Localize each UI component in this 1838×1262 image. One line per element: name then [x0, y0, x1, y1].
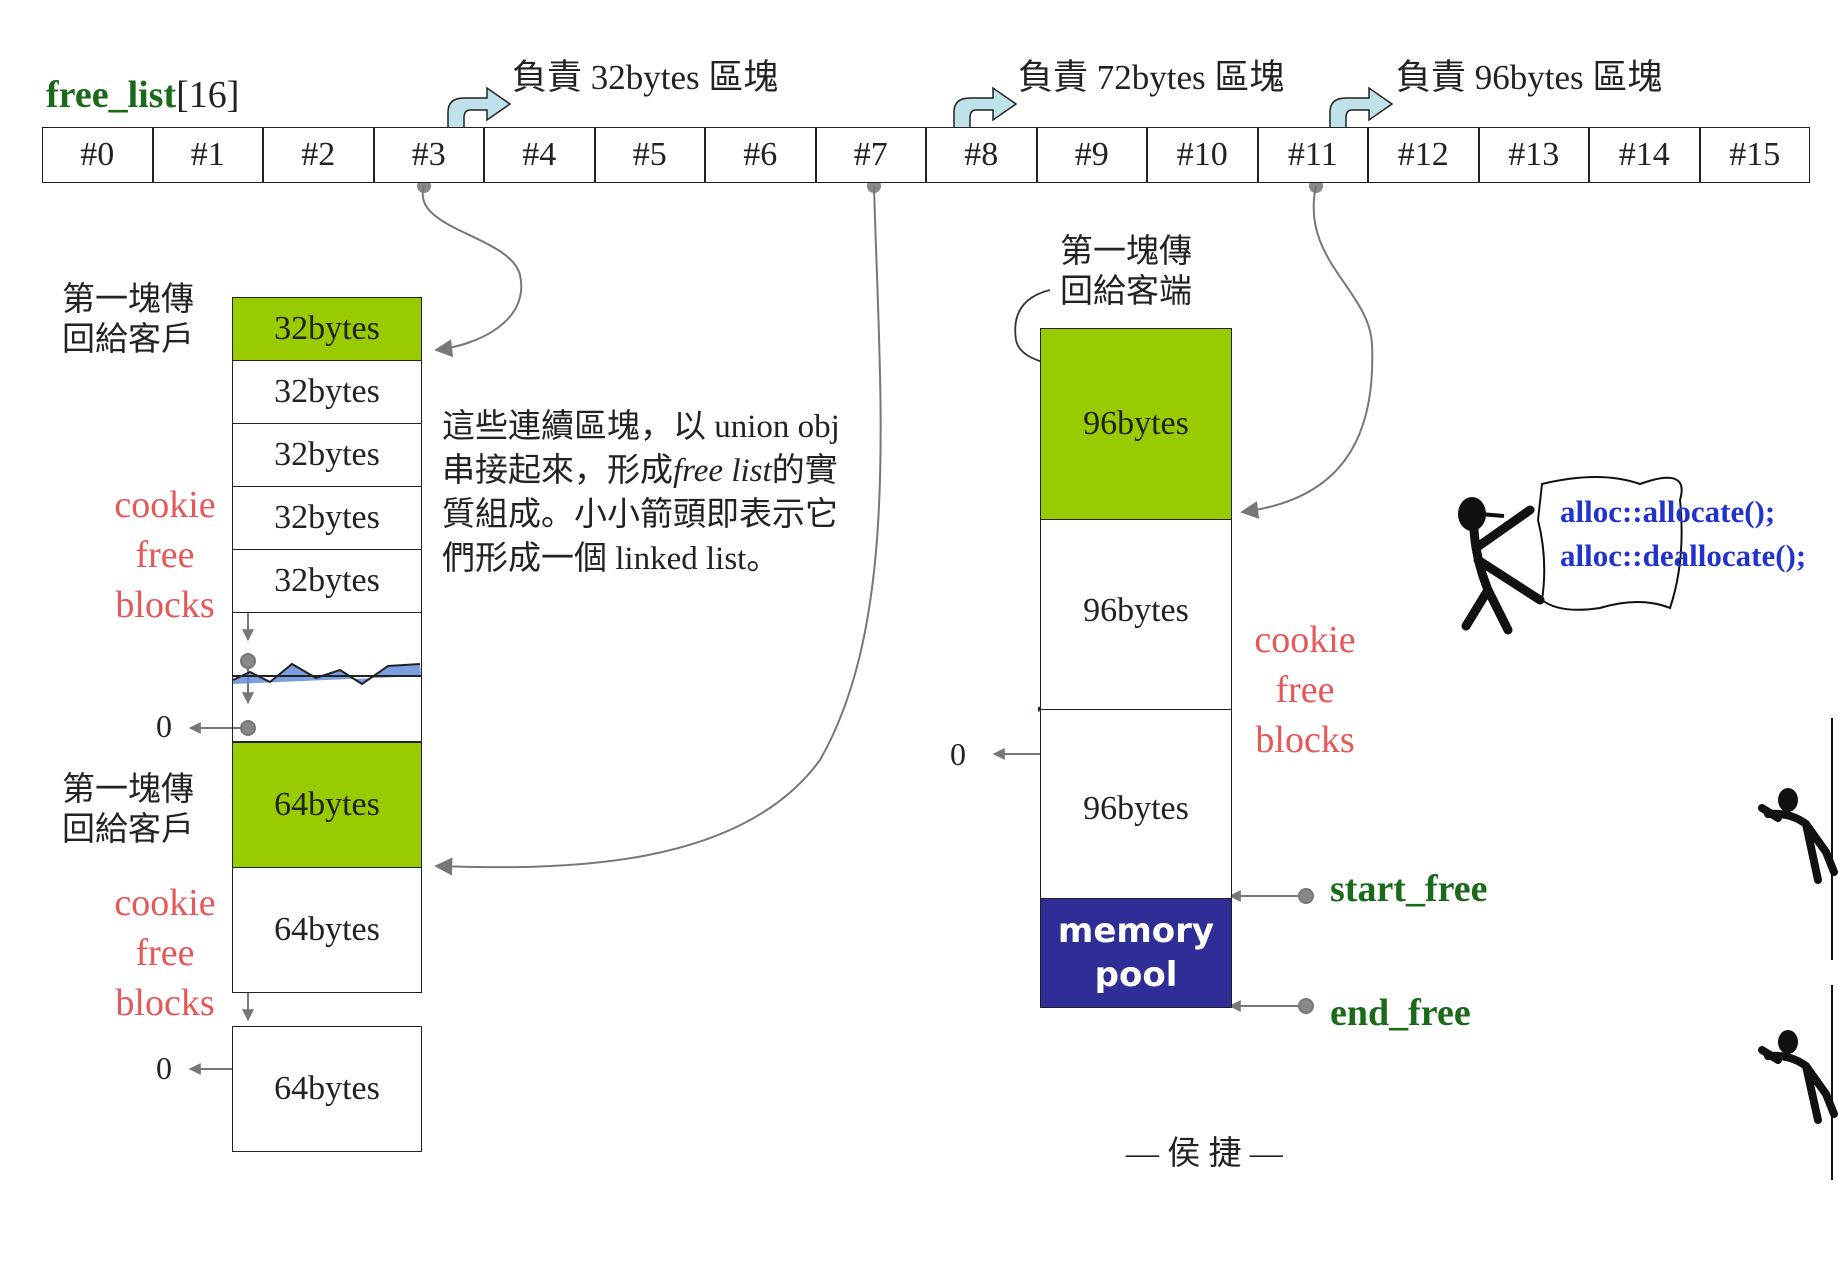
first-return-caption-1: 第一塊傳 回給客戶 — [62, 280, 194, 360]
slot-12: #12 — [1368, 127, 1479, 183]
block-32: 32bytes — [232, 486, 422, 550]
linked-list-note: 這些連續區塊，以 union obj 串接起來，形成free list的實 質組… — [442, 405, 840, 581]
slot-11: #11 — [1257, 127, 1368, 183]
free-list-name: free_list — [46, 74, 177, 116]
block-32-tail — [232, 612, 422, 742]
responsibility-label-96: 負責 96bytes 區塊 — [1396, 58, 1663, 97]
block-96: 96bytes — [1040, 709, 1232, 899]
cookie-free-blocks-label-1: cookie free blocks — [100, 480, 230, 630]
slot-4: #4 — [484, 127, 595, 183]
end-free-label: end_free — [1330, 992, 1471, 1034]
block-32-first: 32bytes — [232, 297, 422, 361]
slot-11-pointer — [1240, 185, 1374, 519]
pulling-figure-icon-2 — [1758, 985, 1838, 1180]
slot-9: #9 — [1036, 127, 1147, 183]
blocks-word: blocks — [115, 584, 215, 626]
free-list-size: [16] — [176, 74, 240, 116]
slot-2: #2 — [263, 127, 374, 183]
cookie-free-blocks-label-2: cookie free blocks — [100, 878, 230, 1028]
slot-7-pointer — [434, 185, 882, 876]
note-line-1: 這些連續區塊，以 union obj — [442, 409, 840, 445]
block-64-first: 64bytes — [232, 742, 422, 868]
responsibility-label-72: 負責 72bytes 區塊 — [1018, 58, 1285, 97]
banner-figure-icon — [1458, 476, 1683, 635]
curved-arrow-icon-11 — [1329, 86, 1394, 139]
first-return-line: 第一塊傳 — [1060, 234, 1192, 270]
cookie-free-blocks-label-3: cookie free blocks — [1240, 615, 1370, 765]
first-return-line: 回給客端 — [1060, 274, 1192, 310]
responsibility-label-32: 負責 32bytes 區塊 — [512, 58, 779, 97]
first-return-line: 第一塊傳 — [62, 282, 194, 318]
first-return-line: 回給客戶 — [62, 322, 194, 358]
block-96-first: 96bytes — [1040, 328, 1232, 520]
memory-pool-block: memory pool — [1040, 898, 1232, 1008]
slot-3: #3 — [373, 127, 484, 183]
free-pointers — [1228, 888, 1314, 1014]
allocator-api-text: alloc::allocate(); alloc::deallocate(); — [1560, 490, 1806, 578]
block-96: 96bytes — [1040, 519, 1232, 711]
cookie-word: cookie — [1254, 619, 1356, 661]
free-word: free — [135, 534, 195, 576]
blocks-word: blocks — [1255, 719, 1355, 761]
free-list-title: free_list[16] — [46, 76, 239, 114]
slot-13: #13 — [1478, 127, 1589, 183]
first-return-line: 第一塊傳 — [62, 772, 194, 808]
slot-15: #15 — [1699, 127, 1810, 183]
pool-word: pool — [1094, 955, 1178, 995]
note-free-list-emphasis: free list — [673, 453, 772, 489]
first-return-caption-3: 第一塊傳 回給客端 — [1060, 232, 1192, 312]
start-free-label: start_free — [1330, 868, 1488, 910]
allocate-call: alloc::allocate(); — [1560, 494, 1776, 529]
note-line-3: 質組成。小小箭頭即表示它 — [442, 497, 838, 533]
author-footer: — 侯 捷 — — [1126, 1136, 1283, 1172]
slot-8: #8 — [926, 127, 1037, 183]
block-32: 32bytes — [232, 549, 422, 613]
memory-word: memory — [1057, 911, 1215, 951]
slot-10: #10 — [1147, 127, 1258, 183]
block-32: 32bytes — [232, 423, 422, 487]
caption-leader-3 — [1014, 289, 1063, 367]
cookie-word: cookie — [114, 882, 216, 924]
slot-1: #1 — [152, 127, 263, 183]
null-zero-3: 0 — [950, 736, 966, 772]
slot-3-pointer — [421, 185, 523, 358]
first-return-line: 回給客戶 — [62, 812, 194, 848]
cookie-word: cookie — [114, 484, 216, 526]
curved-arrow-icon-3 — [447, 86, 512, 139]
slot-0: #0 — [42, 127, 153, 183]
slot-7: #7 — [815, 127, 926, 183]
block-32: 32bytes — [232, 360, 422, 424]
null-zero-1: 0 — [156, 708, 172, 744]
slot-5: #5 — [594, 127, 705, 183]
block-64-separate: 64bytes — [232, 1026, 422, 1152]
break-fill-1 — [233, 664, 421, 684]
first-return-caption-2: 第一塊傳 回給客戶 — [62, 770, 194, 850]
blocks-word: blocks — [115, 982, 215, 1024]
note-line-4: 們形成一個 linked list。 — [442, 541, 780, 577]
pulling-figure-icon-1 — [1758, 718, 1838, 960]
slot-6: #6 — [705, 127, 816, 183]
deallocate-call: alloc::deallocate(); — [1560, 538, 1807, 573]
curved-arrow-icon-8 — [953, 86, 1018, 139]
null-zero-2: 0 — [156, 1050, 172, 1086]
free-word: free — [135, 932, 195, 974]
block-64: 64bytes — [232, 867, 422, 993]
free-word: free — [1275, 669, 1335, 711]
note-line-2: 串接起來，形成free list的實 — [442, 453, 838, 489]
slot-14: #14 — [1589, 127, 1700, 183]
